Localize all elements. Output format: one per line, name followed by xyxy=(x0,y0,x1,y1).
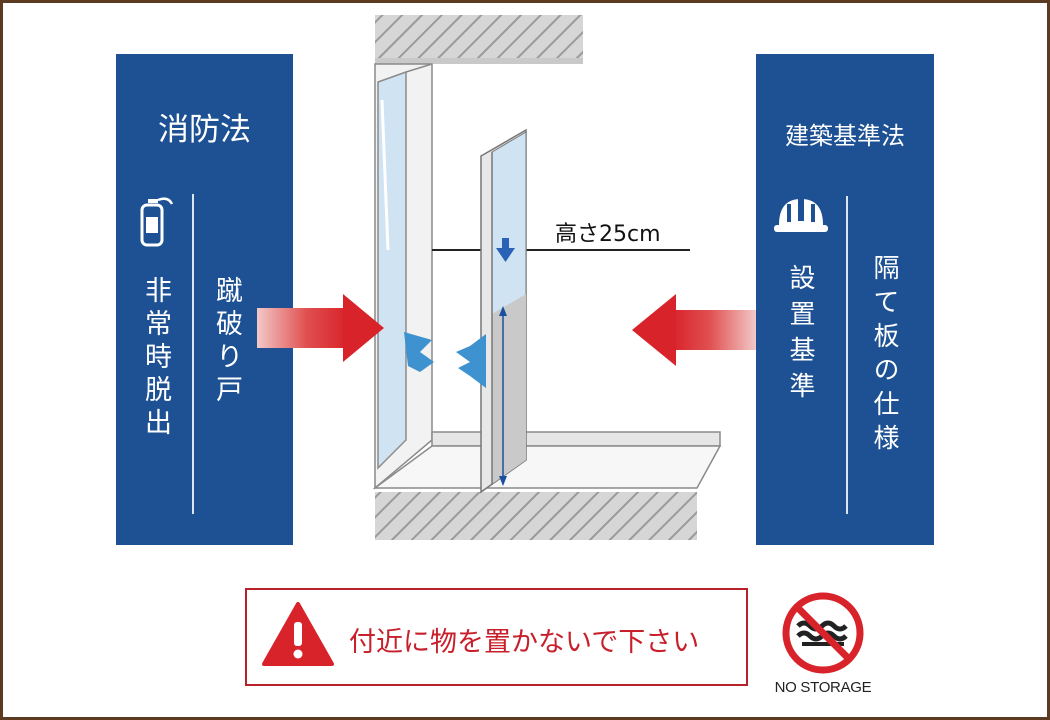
building-law-divider xyxy=(846,196,848,514)
building-law-panel: 建築基準法 設置基準 隔て板の仕様 xyxy=(756,54,934,545)
fire-law-panel: 消防法 非常時脱出 蹴破り戸 xyxy=(116,54,293,545)
building-law-outer-text: 隔て板の仕様 xyxy=(869,254,899,458)
right-push-arrow xyxy=(632,294,756,366)
no-storage-icon xyxy=(782,592,864,674)
ceiling-slab xyxy=(375,15,583,60)
warning-banner: 付近に物を置かないで下さい xyxy=(245,588,748,686)
fire-law-divider xyxy=(192,194,194,514)
fire-law-title: 消防法 xyxy=(158,112,251,148)
building-law-title: 建築基準法 xyxy=(785,122,905,150)
floor-slab xyxy=(375,492,697,540)
hard-hat-icon xyxy=(774,197,828,232)
window-frame xyxy=(374,63,433,490)
fire-extinguisher-icon xyxy=(140,197,174,247)
height-label: 高さ25cm xyxy=(555,222,661,247)
break-mark-right xyxy=(456,334,486,388)
break-mark-left xyxy=(404,332,434,372)
no-storage-label: NO STORAGE xyxy=(774,679,872,696)
left-push-arrow xyxy=(257,294,384,362)
partition-board xyxy=(480,128,527,494)
building-law-inner-text: 設置基準 xyxy=(785,264,815,408)
warning-triangle-icon xyxy=(262,602,334,666)
fire-law-inner-text: 蹴破り戸 xyxy=(211,276,242,408)
fire-law-outer-text: 非常時脱出 xyxy=(140,276,171,441)
warning-text: 付近に物を置かないで下さい xyxy=(349,627,700,658)
